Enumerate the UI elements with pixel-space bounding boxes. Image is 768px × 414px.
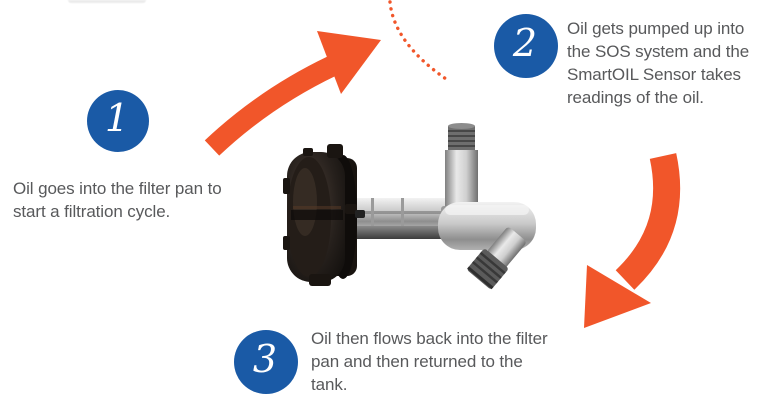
step-1-text: Oil goes into the filter pan to start a … [13,179,222,221]
curved-arrow-up-right-icon [204,31,381,156]
step-3-number: 3 [252,337,278,381]
step-1-number: 1 [104,96,130,140]
step-3-badge: 3 [234,330,298,394]
page-edge-artifact [68,0,146,3]
curved-arrow-down-left-icon [584,153,681,328]
step-3-text: Oil then flows back into the filter pan … [311,329,548,394]
step-2-number: 2 [512,21,538,65]
dotted-connector-icon [388,0,451,83]
step-2-text: Oil gets pumped up into the SOS system a… [567,19,750,107]
step-2-badge: 2 [494,14,558,78]
smartoil-sensor-photo [283,123,536,290]
step-1-badge: 1 [87,90,149,152]
